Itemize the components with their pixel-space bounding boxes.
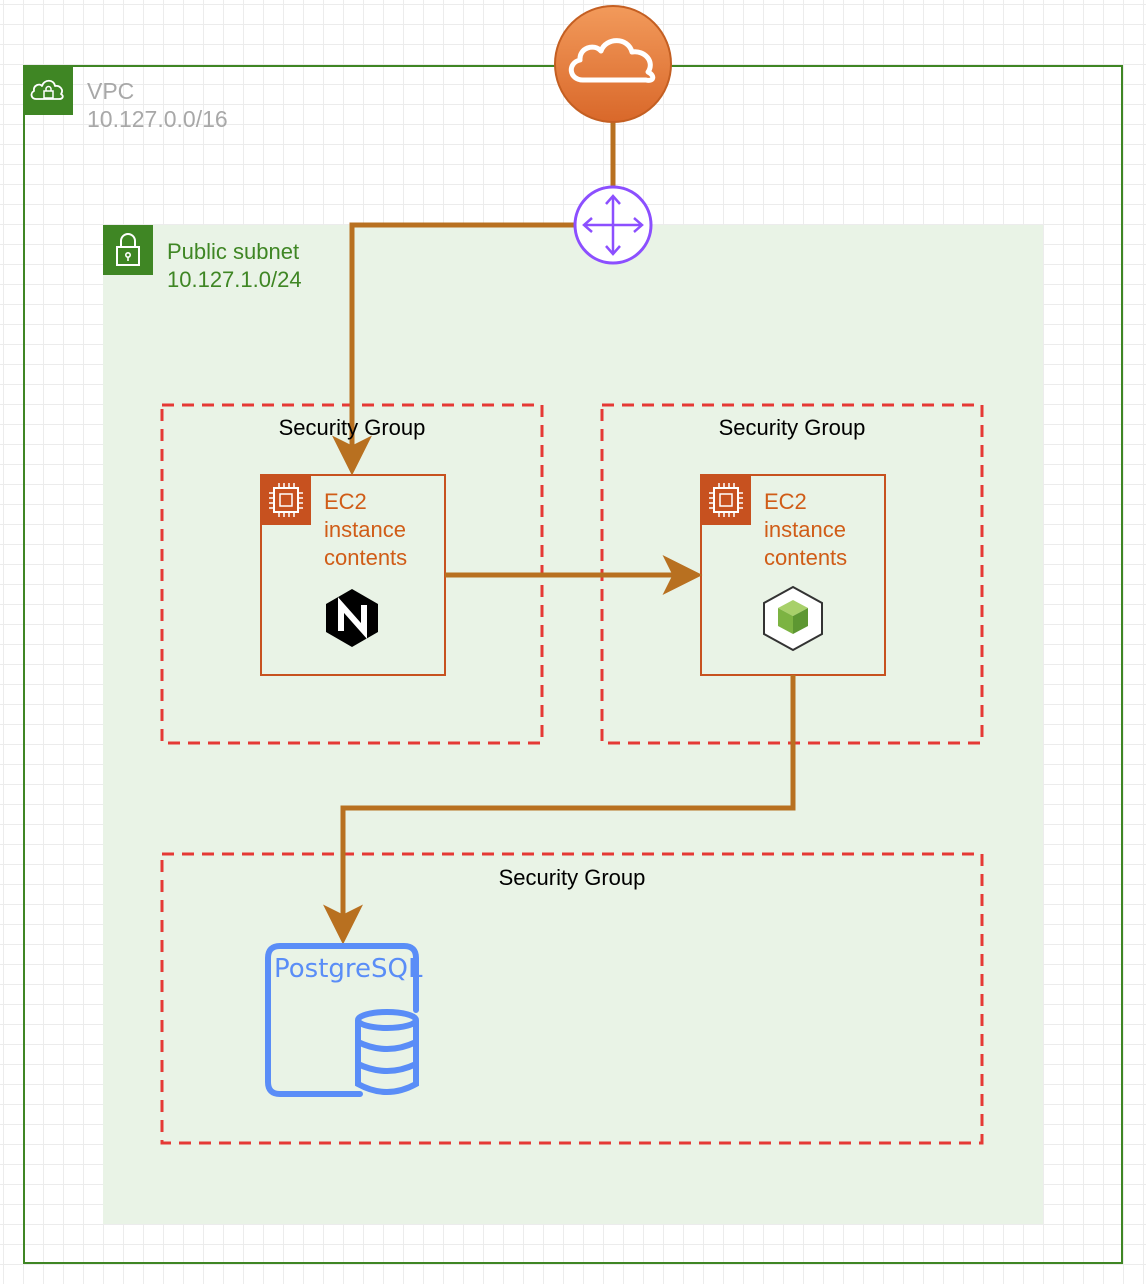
- connector-router-ec2-1[interactable]: [332, 222, 578, 476]
- ec2-1-label-line1: EC2: [324, 489, 367, 514]
- nginx-icon: [326, 589, 378, 647]
- ec2-chip-icon-1: [261, 475, 311, 525]
- ec2-1-label-line3: contents: [324, 545, 408, 570]
- vpc-title: VPC: [87, 78, 135, 104]
- ec2-2-label-line3: contents: [764, 545, 848, 570]
- vpc-cidr: 10.127.0.0/16: [87, 106, 228, 132]
- security-group-box-3: [160, 852, 984, 1145]
- database-label: PostgreSQL: [274, 954, 423, 984]
- cloud-icon: [568, 38, 656, 83]
- public-subnet-cidr: 10.127.1.0/24: [167, 267, 302, 292]
- connector-ec2-2-database[interactable]: [323, 675, 796, 945]
- vpc-icon-badge: [23, 65, 73, 115]
- security-group-label-1: Security Group: [278, 415, 426, 440]
- vpc-cloud-lock-icon: [30, 79, 64, 100]
- ec2-2-label-line2: instance: [764, 517, 846, 542]
- ec2-2-label-line1: EC2: [764, 489, 807, 514]
- nodejs-icon: [763, 585, 823, 652]
- subnet-icon-badge: [103, 225, 153, 275]
- public-subnet-title: Public subnet: [167, 239, 300, 264]
- database-cylinder-icon: [265, 943, 419, 1097]
- public-subnet-container: [103, 225, 1043, 1224]
- padlock-icon: [116, 233, 140, 266]
- security-group-label-3: Security Group: [498, 865, 646, 890]
- security-group-label-2: Security Group: [718, 415, 866, 440]
- internet-gateway[interactable]: [554, 5, 672, 123]
- ec2-1-label-line2: instance: [324, 517, 406, 542]
- router-icon[interactable]: [573, 185, 653, 265]
- ec2-chip-icon-2: [701, 475, 751, 525]
